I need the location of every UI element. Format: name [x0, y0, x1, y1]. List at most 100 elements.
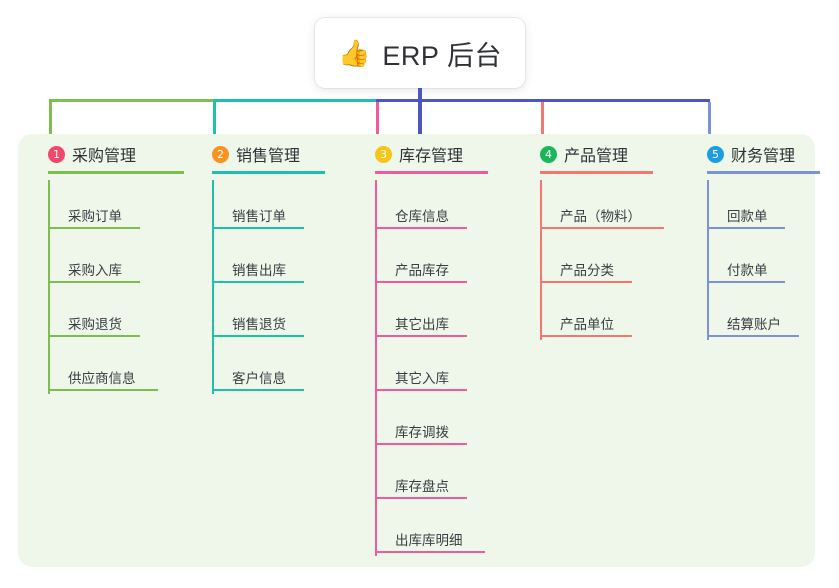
branch-column-1: 1 采购管理采购订单采购入库采购退货供应商信息 [38, 142, 184, 396]
branch-item-label: 回款单 [727, 209, 768, 224]
branch-column-2: 2 销售管理销售订单销售出库销售退货客户信息 [202, 142, 325, 396]
branch-item-rule [212, 281, 304, 283]
branch-item-rule [540, 335, 632, 337]
branch-spine [375, 180, 377, 556]
branch-item[interactable]: 回款单 [697, 180, 795, 234]
branch-item[interactable]: 采购入库 [38, 234, 140, 288]
branch-title: 销售管理 [236, 148, 301, 165]
branch-header-2[interactable]: 2 销售管理 [202, 142, 325, 174]
root-node[interactable]: 👍 ERP 后台 [315, 18, 525, 88]
branch-item-label: 仓库信息 [395, 209, 449, 224]
branch-item[interactable]: 销售出库 [202, 234, 304, 288]
branch-title: 采购管理 [72, 148, 137, 165]
branch-item-rule [375, 497, 467, 499]
branch-item-rule [707, 281, 785, 283]
branch-item[interactable]: 销售订单 [202, 180, 304, 234]
branch-item-label: 其它入库 [395, 371, 449, 386]
branch-item-list: 销售订单销售出库销售退货客户信息 [202, 180, 304, 396]
branch-item[interactable]: 客户信息 [202, 342, 304, 396]
branch-spine [48, 180, 50, 394]
branch-item-rule [48, 227, 140, 229]
branch-item-rule [375, 551, 485, 553]
branch-item[interactable]: 采购退货 [38, 288, 140, 342]
branch-item-rule [48, 335, 140, 337]
branch-item-rule [540, 227, 664, 229]
branch-item[interactable]: 仓库信息 [365, 180, 467, 234]
branch-item-label: 结算账户 [727, 317, 781, 332]
branch-item[interactable]: 其它出库 [365, 288, 467, 342]
connector-segment-3 [376, 99, 710, 102]
branch-item-label: 供应商信息 [68, 371, 136, 386]
branch-item-label: 采购退货 [68, 317, 122, 332]
branch-item-list: 采购订单采购入库采购退货供应商信息 [38, 180, 158, 396]
branch-item-rule [212, 389, 304, 391]
connector-segment-2 [213, 99, 376, 102]
branch-item-label: 产品单位 [560, 317, 614, 332]
branch-title: 产品管理 [564, 148, 629, 165]
branch-spine [540, 180, 542, 340]
branch-item[interactable]: 其它入库 [365, 342, 467, 396]
branch-item-rule [375, 227, 467, 229]
branch-item-label: 付款单 [727, 263, 768, 278]
connector-stub-1 [49, 102, 52, 137]
branch-item-label: 其它出库 [395, 317, 449, 332]
branch-item-label: 采购订单 [68, 209, 122, 224]
branch-item-label: 产品库存 [395, 263, 449, 278]
branch-item[interactable]: 销售退货 [202, 288, 304, 342]
branch-header-rule [707, 171, 820, 174]
connector-stub-2 [213, 102, 216, 137]
connector-stub-5 [708, 102, 711, 137]
branch-item-rule [48, 389, 158, 391]
connector-stub-4 [541, 102, 544, 137]
branch-item-rule [48, 281, 140, 283]
branch-header-rule [48, 171, 184, 174]
branch-item-label: 销售订单 [232, 209, 286, 224]
branch-item[interactable]: 产品（物料） [530, 180, 664, 234]
branch-number-badge: 3 [375, 145, 392, 163]
branch-header-1[interactable]: 1 采购管理 [38, 142, 184, 174]
branch-item-rule [707, 335, 799, 337]
branch-item-label: 产品分类 [560, 263, 614, 278]
branch-item-label: 库存调拨 [395, 425, 449, 440]
branch-number-badge: 1 [48, 145, 65, 163]
connector-segment-1 [49, 99, 213, 102]
branch-item-rule [375, 335, 467, 337]
branch-item-rule [540, 281, 632, 283]
root-node-content: 👍 ERP 后台 [338, 34, 502, 73]
branch-header-rule [540, 171, 653, 174]
branch-header-rule [212, 171, 325, 174]
branch-item-rule [212, 227, 304, 229]
branches-panel [18, 134, 815, 567]
branch-item-label: 销售退货 [232, 317, 286, 332]
branch-header-3[interactable]: 3 库存管理 [365, 142, 488, 174]
branch-item[interactable]: 产品分类 [530, 234, 632, 288]
branch-item-list: 仓库信息产品库存其它出库其它入库库存调拨库存盘点出库库明细 [365, 180, 485, 558]
branch-title: 库存管理 [399, 148, 464, 165]
branch-item-rule [707, 227, 785, 229]
branch-item[interactable]: 产品单位 [530, 288, 632, 342]
branch-item[interactable]: 库存调拨 [365, 396, 467, 450]
branch-item[interactable]: 结算账户 [697, 288, 799, 342]
branch-title: 财务管理 [731, 148, 796, 165]
connector-stub-3 [376, 102, 379, 137]
branch-item[interactable]: 库存盘点 [365, 450, 467, 504]
branch-item-label: 库存盘点 [395, 479, 449, 494]
branch-item[interactable]: 出库库明细 [365, 504, 485, 558]
branch-item-list: 产品（物料） 产品分类产品单位 [530, 180, 664, 342]
branch-item[interactable]: 产品库存 [365, 234, 467, 288]
branch-item-label: 客户信息 [232, 371, 286, 386]
branch-item-rule [375, 443, 467, 445]
branch-item-rule [375, 389, 467, 391]
branch-item-list: 回款单付款单结算账户 [697, 180, 799, 342]
branch-item-rule [212, 335, 304, 337]
branch-item[interactable]: 采购订单 [38, 180, 140, 234]
thumbs-up-icon: 👍 [338, 38, 371, 68]
branch-item[interactable]: 付款单 [697, 234, 795, 288]
branch-number-badge: 2 [212, 145, 229, 163]
branch-item[interactable]: 供应商信息 [38, 342, 158, 396]
